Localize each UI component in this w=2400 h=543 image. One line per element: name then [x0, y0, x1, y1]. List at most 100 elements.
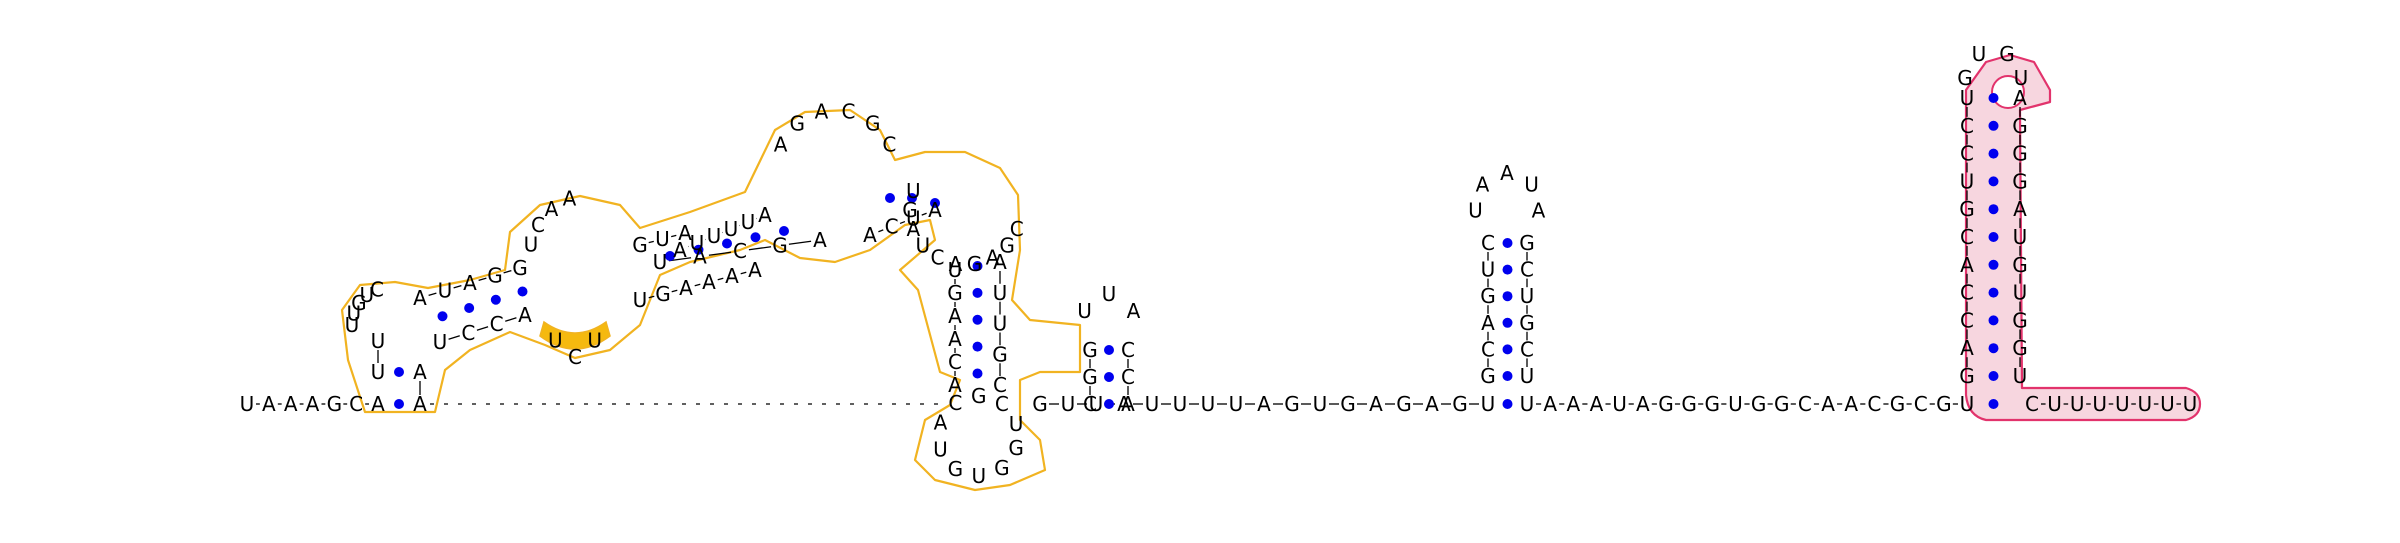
hairpin-foot-nt: A — [413, 392, 427, 416]
mid-stem-nt: G — [1480, 364, 1496, 388]
left-arm-inner-nt: C — [490, 312, 504, 336]
base-pair-dot — [1988, 371, 1999, 381]
arm2-nt: A — [545, 197, 559, 221]
base-pair-dot — [394, 399, 404, 409]
base-pair-dot — [1502, 317, 1513, 328]
pink-tail-nt: U — [2183, 392, 2198, 416]
bottom-loop-nt: G — [948, 457, 964, 481]
arm2-nt: A — [702, 270, 716, 294]
arm2-nt: G — [632, 233, 648, 257]
backbone-line — [476, 326, 489, 331]
vstem-left-nt: G — [947, 281, 963, 305]
cluster-nt: G — [967, 252, 983, 276]
base-pair-dot — [665, 251, 675, 261]
cluster-nt: G — [999, 233, 1015, 257]
left-tail-nt: A — [284, 392, 298, 416]
vstem-left-nt: A — [948, 373, 962, 397]
mid-loop-nt: U — [1468, 199, 1483, 223]
left-arm-outer-nt: G — [512, 256, 528, 280]
vstem-left-nt: C — [948, 350, 962, 374]
bulge-nt: U — [548, 328, 563, 352]
base-pair-dot — [394, 367, 404, 377]
small-stem-nt: G — [1082, 338, 1098, 362]
left-arm-outer-nt: U — [345, 313, 360, 337]
arm3-nt: U — [690, 231, 705, 255]
pink-stem-nt: G — [1959, 364, 1975, 388]
base-pair-dot — [779, 226, 789, 236]
arm2-nt: G — [655, 282, 671, 306]
left-tail-nt: C — [349, 392, 363, 416]
arm3-loop-nt: C — [882, 133, 896, 157]
base-pair-dot — [1988, 259, 1999, 270]
bottom-loop-nt: C — [948, 391, 962, 415]
left-arm-outer-nt: U — [346, 302, 361, 326]
pink-loop-nt: G — [1957, 66, 1973, 90]
pink-stem-nt: U — [1960, 169, 1975, 193]
left-arm-outer-nt: A — [413, 286, 427, 310]
base-pair-dot — [1502, 344, 1513, 355]
base-pair-dot — [1988, 120, 1999, 131]
base-pair-dot — [972, 341, 983, 352]
mid-stem-nt: G — [1480, 284, 1496, 308]
right-tail-nt: A — [1590, 392, 1604, 416]
base-pair-dot — [1104, 345, 1114, 355]
small-stem-nt: C — [1083, 392, 1097, 416]
pink-loop-nt: U — [1972, 42, 1987, 66]
pink-stem-nt: A — [1960, 253, 1974, 277]
right-tail-nt: G — [1774, 392, 1790, 416]
vstem-right-nt: C — [993, 373, 1007, 397]
base-pair-dot — [437, 311, 448, 322]
arm2-nt: A — [679, 276, 693, 300]
bulge-nt: U — [587, 328, 602, 352]
left-arm-outer-nt: U — [438, 279, 453, 303]
middle-baseline-nt: G — [1284, 392, 1300, 416]
bottom-loop-nt: A — [934, 410, 948, 434]
vstem-right-nt: G — [992, 342, 1008, 366]
pink-stem-nt: U — [1960, 86, 1975, 110]
pink-stem-nt: G — [2012, 114, 2028, 138]
pink-stem-nt: C — [1960, 281, 1974, 305]
left-tail-nt: A — [371, 392, 385, 416]
backbone-line — [717, 277, 724, 281]
arm3-loop-nt: A — [774, 133, 788, 157]
base-pair-dot — [517, 286, 528, 297]
pink-tail-nt: U — [2092, 392, 2107, 416]
pink-tail-nt: U — [2160, 392, 2175, 416]
arm3-loop-nt: C — [842, 100, 856, 124]
middle-baseline-nt: A — [1257, 392, 1271, 416]
base-pair-dot — [972, 314, 983, 325]
base-pair-dot — [1988, 204, 1999, 215]
mid-stem-nt: G — [1519, 311, 1535, 335]
pink-stem-nt: A — [2013, 86, 2027, 110]
backbone-line — [671, 289, 678, 293]
base-pair-dot — [722, 238, 732, 249]
base-pair-dot — [972, 261, 983, 271]
arm2-nt: C — [531, 213, 545, 237]
right-tail-nt: G — [1751, 392, 1767, 416]
small-stem-nt: G — [1082, 365, 1098, 389]
pink-stem-nt: G — [1959, 197, 1975, 221]
left-arm-outer-nt: G — [487, 264, 503, 288]
mid-stem-nt: C — [1481, 231, 1495, 255]
base-pair-dot — [1502, 238, 1513, 248]
arm3-nt: U — [741, 210, 756, 234]
cluster-nt: A — [949, 252, 963, 276]
pink-stem-nt: U — [2013, 364, 2028, 388]
bottom-loop-nt: U — [1009, 412, 1024, 436]
pink-stem-nt: C — [1960, 114, 1974, 138]
small-stem-nt: C — [1121, 365, 1135, 389]
backbone-line — [648, 240, 654, 244]
right-tail-nt: A — [1636, 392, 1650, 416]
pink-stem-nt: C — [1960, 142, 1974, 166]
bulge-nt: C — [568, 345, 582, 369]
bottom-loop-nt: G — [971, 384, 987, 408]
arm2-nt: A — [678, 221, 692, 245]
bottom-loop-nt: G — [1008, 436, 1024, 460]
right-tail-nt: A — [1821, 392, 1835, 416]
backbone-line — [448, 335, 460, 340]
backbone-line — [505, 317, 517, 322]
base-pair-dot — [1988, 287, 1999, 298]
right-tail-nt: A — [1566, 392, 1580, 416]
arm3-nt: U — [906, 206, 921, 230]
pink-tail-nt: U — [2115, 392, 2130, 416]
